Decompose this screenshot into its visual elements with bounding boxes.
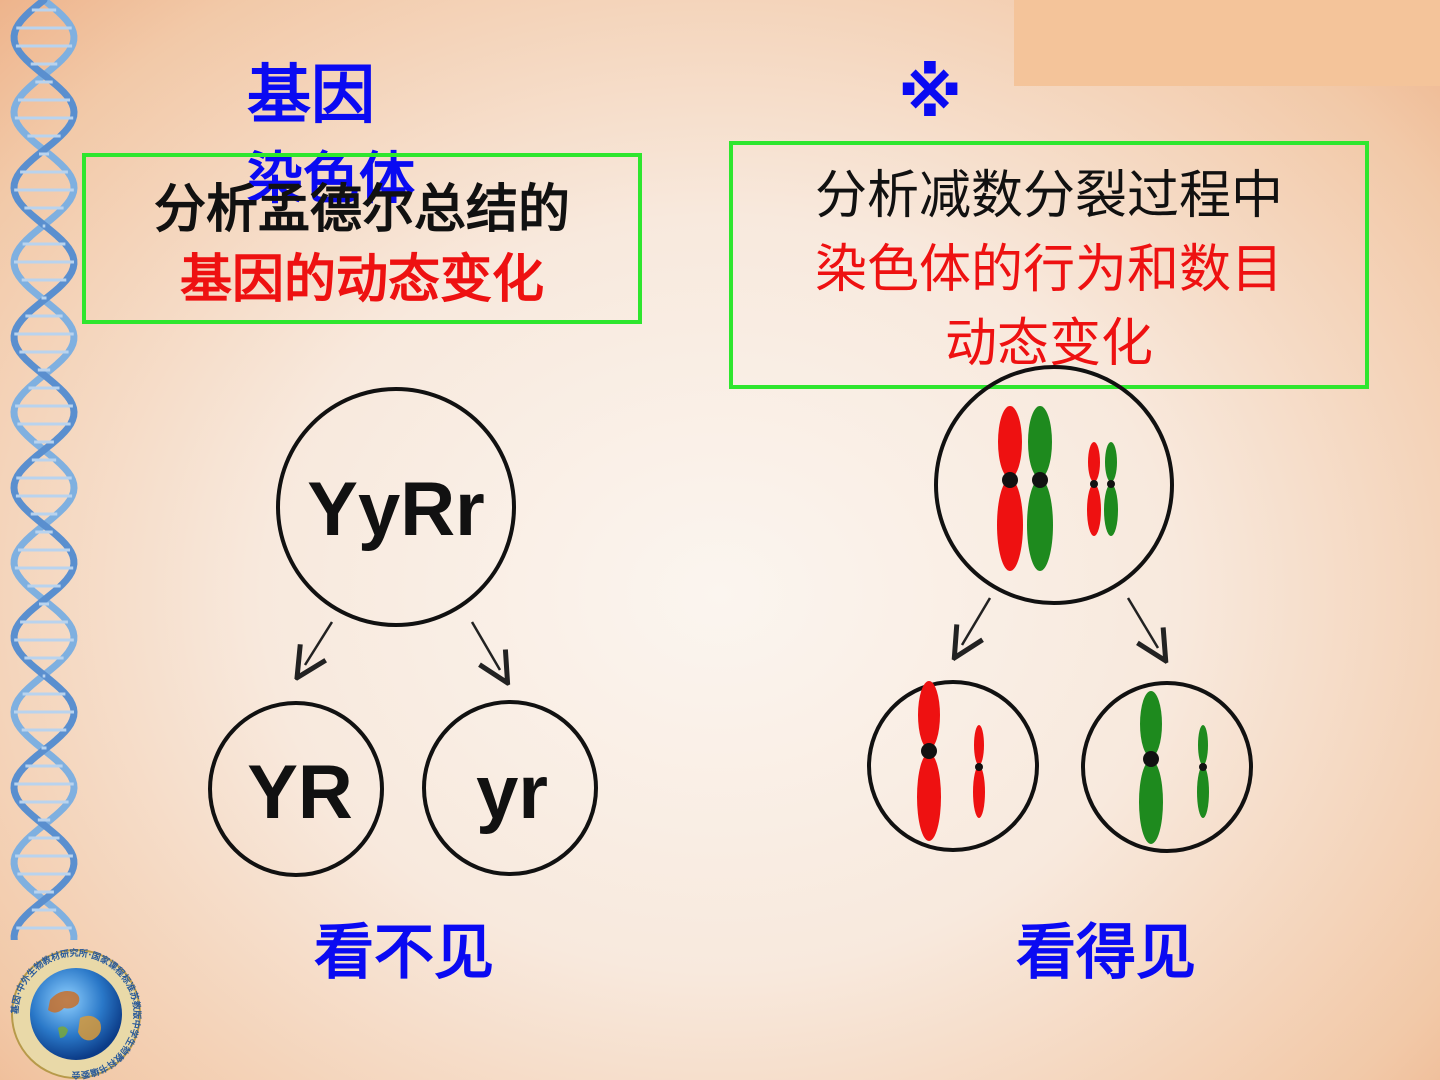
chromosome-green-large-upper — [1028, 406, 1052, 478]
centromere — [1143, 751, 1159, 767]
chromosome-behavior-line: 染色体的行为和数目 — [814, 240, 1283, 300]
arrow-to-right-daughter — [1126, 597, 1158, 648]
centromere — [1199, 763, 1207, 771]
chromosome-green-small-upper — [1105, 442, 1117, 482]
dna-helix-decoration — [10, 0, 78, 940]
gene-dynamic-change-line: 基因的动态变化 — [179, 250, 544, 310]
chromosome-green-large-upper — [1140, 691, 1162, 757]
chromosome-red-large-lower — [997, 479, 1023, 571]
dynamic-change-line: 动态变化 — [944, 314, 1153, 374]
chromosome-red-large-upper — [918, 681, 940, 749]
centromere — [1090, 480, 1098, 488]
daughter-cell-left — [867, 680, 1039, 852]
chromosome-green-small-lower — [1197, 766, 1209, 818]
corner-panel — [1014, 0, 1440, 86]
chromosome-red-small-lower — [973, 766, 985, 818]
daughter-cell-right — [1081, 681, 1253, 853]
globe-icon — [30, 968, 122, 1060]
centromere — [1032, 472, 1048, 488]
chromosome-segregation-diagram — [867, 365, 1253, 853]
parent-genotype: YyRr — [307, 467, 484, 552]
chromosome-red-large-upper — [998, 406, 1022, 478]
centromere — [1002, 472, 1018, 488]
arrow-to-right-gamete — [470, 621, 500, 670]
caption-visible: 看得见 — [1016, 918, 1196, 988]
chromosome-red-small-upper — [1088, 442, 1100, 482]
mendel-summary-line: 分析孟德尔总结的 — [153, 180, 570, 240]
arrow-to-left-gamete — [305, 621, 334, 665]
centromere — [921, 743, 937, 759]
arrow-to-left-daughter — [962, 597, 992, 645]
centromere — [975, 763, 983, 771]
meiosis-analysis-box: 分析减数分裂过程中 染色体的行为和数目 动态变化 — [729, 141, 1369, 389]
globe-logo: 基因·中外生物教材研究所·国家课程标准苏教版中学生物教科书编委会 — [10, 948, 142, 1080]
parent-gene-cell — [276, 387, 516, 627]
chromosome-green-small-lower — [1104, 484, 1118, 536]
gamete-cell-right — [422, 700, 598, 876]
chromosome-red-small-lower — [1087, 484, 1101, 536]
title-gene: 基因 — [247, 59, 375, 133]
chromosome-green-large-lower — [1139, 760, 1163, 844]
centromere — [1107, 480, 1115, 488]
parent-chromosome-cell — [934, 365, 1174, 605]
mendel-summary-box: 分析孟德尔总结的 基因的动态变化 — [82, 153, 642, 324]
title-chromosome: 染色体 — [247, 147, 415, 212]
meiosis-analysis-line: 分析减数分裂过程中 — [814, 166, 1283, 226]
caption-invisible: 看不见 — [314, 918, 494, 988]
chromosome-green-small-upper — [1198, 725, 1208, 765]
chromosome-red-large-lower — [917, 753, 941, 841]
reference-mark: ※ — [898, 55, 963, 132]
chromosome-red-small-upper — [974, 725, 984, 765]
chromosome-green-large-lower — [1027, 479, 1053, 571]
gamete-genotype-right: yr — [476, 750, 548, 835]
gamete-cell-left — [208, 701, 384, 877]
gene-segregation-diagram: YyRr YR yr — [208, 387, 598, 877]
gamete-genotype-left: YR — [247, 750, 353, 835]
